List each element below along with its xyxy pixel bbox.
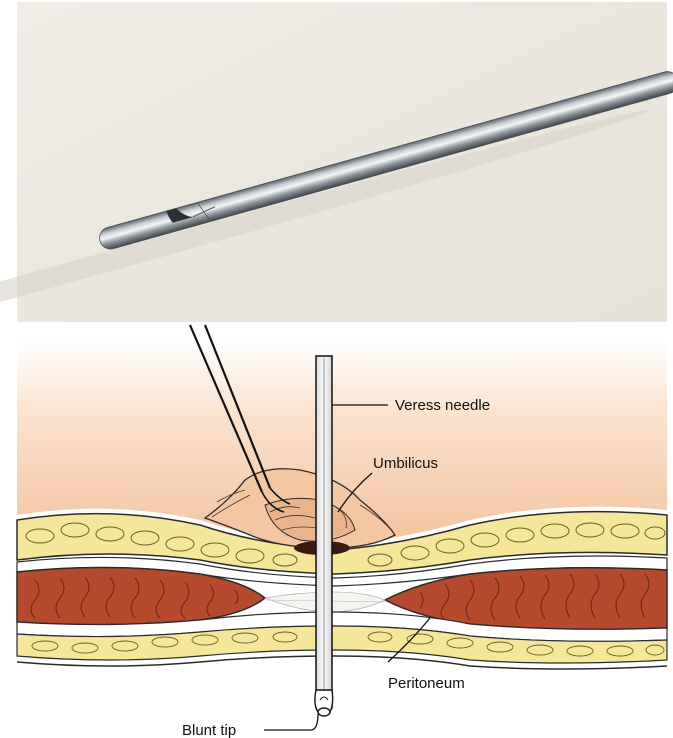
label-blunt-tip: Blunt tip xyxy=(182,722,236,738)
veress-needle xyxy=(315,356,333,716)
label-peritoneum: Peritoneum xyxy=(388,675,465,692)
abdominal-wall-illustration: Veress needle Umbilicus Peritoneum Blunt… xyxy=(17,322,667,738)
label-umbilicus: Umbilicus xyxy=(373,455,438,472)
label-veress-needle: Veress needle xyxy=(395,397,490,414)
